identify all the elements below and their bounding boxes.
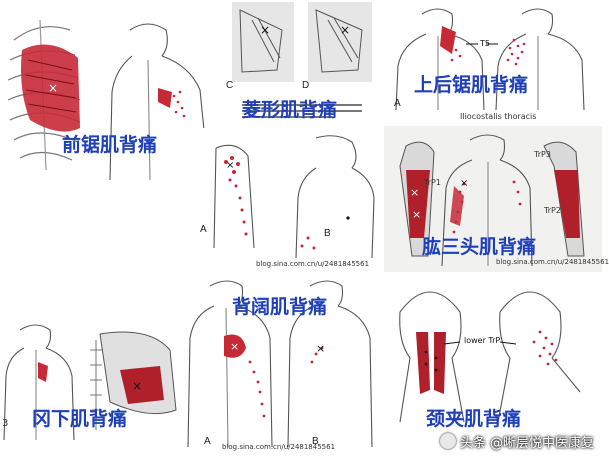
- infraspinatus-illustration: ×: [3, 324, 177, 441]
- trp1-label: TrP1: [424, 178, 441, 187]
- svg-text:×: ×: [48, 81, 58, 95]
- rhomboid-blog: blog.sina.com.cn/u/2481845561: [256, 260, 370, 268]
- page-number: 3: [2, 418, 9, 429]
- latissimus-illustration: × ×: [187, 280, 373, 448]
- svg-text:×: ×: [316, 342, 325, 355]
- svg-text:×: ×: [412, 208, 421, 221]
- lower-trp-label: lower TrP: [464, 336, 501, 345]
- splenius-illustration: [399, 291, 581, 423]
- panel-infraspinatus: × 冈下肌背痛 3: [0, 320, 180, 457]
- arm-letter-a: A: [200, 224, 207, 235]
- svg-text:×: ×: [260, 23, 270, 37]
- iliocostalis-label: Iliocostalis thoracis: [460, 112, 537, 121]
- label-latissimus: 背阔肌背痛: [232, 296, 328, 318]
- serratus-anterior-illustration: ×: [7, 19, 207, 181]
- t5-label: T5: [480, 39, 490, 48]
- svg-text:×: ×: [132, 379, 142, 393]
- lat-letter-b: B: [312, 436, 319, 447]
- label-serratus-posterior: 上后锯肌背痛: [414, 74, 529, 96]
- svg-text:×: ×: [410, 186, 419, 199]
- panel-arm-pain: × A B blog.sina.com.cn/u/2481845561: [196, 128, 382, 270]
- panel-latissimus: × × 背阔肌背痛 A B blog.sina.com.cn/u/2481845…: [180, 272, 380, 457]
- arm-letter-b: B: [324, 228, 331, 239]
- latissimus-blog: blog.sina.com.cn/u/2481845561: [222, 443, 336, 451]
- svg-text:×: ×: [460, 178, 468, 189]
- label-rhomboid: 菱形肌背痛: [242, 99, 338, 121]
- svg-text:×: ×: [340, 23, 350, 37]
- panel-splenius: lower TrP 颈夹肌背痛: [380, 272, 602, 457]
- panel-serratus-posterior: T5 上后锯肌背痛 A Iliocostalis thoracis: [382, 0, 602, 124]
- panel-rhomboid: × × C D 菱形肌背痛: [222, 0, 382, 130]
- watermark-text: 头条 @晰层悦中医康复: [459, 435, 594, 451]
- trp2-label: TrP2: [544, 206, 561, 215]
- avatar-icon: [439, 433, 456, 449]
- arm-pain-illustration: ×: [213, 135, 375, 259]
- triceps-blog: blog.sina.com.cn/u/2481845561: [496, 258, 609, 266]
- label-splenius: 颈夹肌背痛: [426, 408, 522, 430]
- label-triceps: 肱三头肌背痛: [422, 236, 537, 258]
- panel-triceps: × × × TrP1 TrP2 TrP3 肱三头肌背痛 blog.sina.co…: [384, 126, 609, 272]
- label-serratus-anterior: 前锯肌背痛: [62, 134, 158, 156]
- triceps-illustration: × × ×: [399, 134, 585, 267]
- svg-text:×: ×: [226, 160, 234, 171]
- label-infraspinatus: 冈下肌背痛: [32, 408, 128, 430]
- figure-letter-a: A: [394, 98, 401, 109]
- lat-letter-a: A: [204, 436, 211, 447]
- figure-letter-d: D: [302, 80, 310, 91]
- panel-serratus-anterior: × 前锯肌背痛: [0, 0, 222, 184]
- watermark: 头条 @晰层悦中医康复: [436, 431, 594, 451]
- rhomboid-illustration: × ×: [232, 2, 372, 118]
- svg-text:×: ×: [230, 340, 239, 353]
- trp3-label: TrP3: [534, 150, 551, 159]
- figure-letter-c: C: [226, 80, 234, 91]
- serratus-posterior-illustration: [395, 8, 585, 111]
